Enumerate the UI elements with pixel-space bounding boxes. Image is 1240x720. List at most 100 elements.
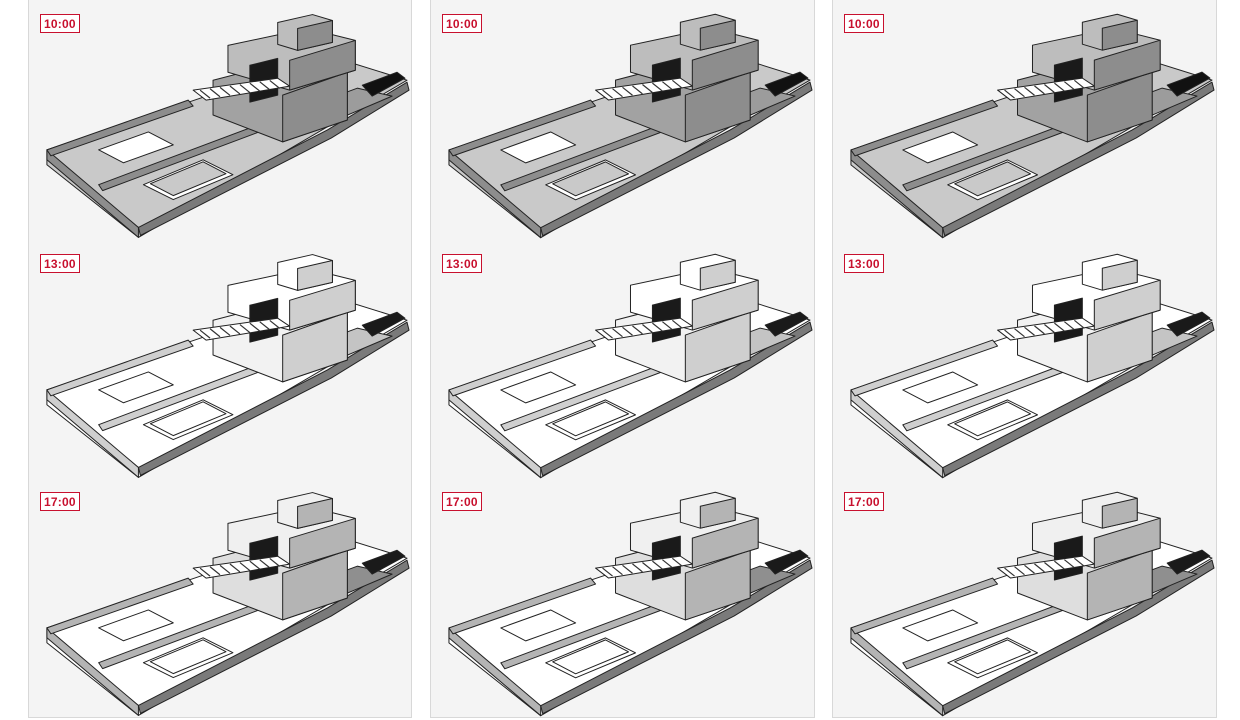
house-upper-side (1093, 517, 1161, 569)
house-model-drawing (448, 253, 813, 479)
house-upper-side (1093, 279, 1161, 331)
pergola-slat (1073, 319, 1085, 329)
deep-shadow (361, 71, 406, 97)
pergola-slat (1034, 325, 1045, 335)
pergola-slat (219, 564, 231, 574)
site-plot-edge (448, 389, 542, 479)
pool (902, 131, 979, 164)
sun-study-cell: 10:00 (29, 0, 411, 240)
sun-study-cell: 10:00 (431, 0, 814, 240)
pergola-slat (1054, 322, 1065, 332)
pergola-slat (1064, 81, 1075, 91)
study-column-3: 10:00 13:00 17:00 (832, 0, 1217, 718)
deep-shadow (361, 311, 406, 337)
house-upper-side (691, 279, 759, 331)
deep-shadow (361, 549, 406, 575)
house-model-group (46, 14, 410, 238)
house-upper-side (691, 517, 759, 569)
pergola-slat (1054, 560, 1065, 570)
house-upper-side (289, 517, 356, 569)
house-side-wall (1086, 311, 1153, 383)
house-model-group (448, 13, 813, 239)
pool (98, 371, 174, 404)
pergola-slat (199, 89, 211, 99)
boundary-wall (46, 577, 194, 635)
boundary-wall (448, 339, 597, 397)
pergola-slat (1024, 86, 1035, 96)
pergola-slat (239, 324, 251, 334)
sun-study-cell: 17:00 (29, 478, 411, 718)
pergola-slat (249, 560, 261, 570)
roof-pavilion-side (699, 19, 736, 51)
deep-shadow (764, 71, 809, 97)
pergola-slat (612, 566, 623, 576)
pergola-slat (612, 88, 623, 98)
boundary-wall (540, 559, 813, 715)
pergola-slat (219, 326, 231, 336)
pergola-slat (1024, 564, 1035, 574)
boundary-wall (850, 577, 999, 635)
deep-shadow (764, 311, 809, 337)
pergola-slat (671, 557, 683, 567)
pool (500, 131, 577, 164)
pool-water (552, 161, 629, 197)
house-upper-side (289, 279, 356, 331)
pergola-slat (1044, 84, 1055, 93)
pergola-slat (1004, 89, 1015, 99)
pergola-slat (209, 328, 221, 338)
pergola-slat (632, 563, 643, 573)
pergola-slat (1034, 85, 1045, 95)
pergola-slat (671, 79, 683, 89)
deep-shadow (764, 549, 809, 575)
pergola-slat (662, 559, 673, 569)
pool-water (954, 401, 1031, 437)
pergola-slat (229, 563, 241, 573)
sun-study-cell: 13:00 (833, 240, 1216, 480)
pergola-slat (239, 562, 251, 572)
pergola-slat (269, 319, 281, 329)
time-badge: 13:00 (40, 254, 80, 273)
pergola-slat (1024, 326, 1035, 336)
house-model-group (46, 254, 410, 478)
site-plot-edge (850, 149, 944, 239)
pergola-slat (199, 567, 211, 577)
pergola-slat (622, 326, 633, 336)
time-badge: 10:00 (844, 14, 884, 33)
roof-pavilion-side (1101, 497, 1138, 529)
pool-water (552, 401, 629, 437)
pergola-slat (239, 84, 251, 94)
house-model-group (46, 492, 410, 716)
boundary-wall (137, 81, 410, 236)
house-side-wall (1086, 549, 1153, 621)
house-side-wall (684, 549, 751, 621)
pergola-slat (622, 86, 633, 96)
pergola-slat (602, 89, 613, 99)
boundary-wall (942, 559, 1215, 715)
house-model-drawing (448, 13, 813, 239)
pergola-slat (642, 562, 653, 571)
boundary-wall (942, 81, 1215, 237)
boundary-wall (46, 99, 194, 157)
house-upper-side (289, 39, 356, 91)
pergola-slat (199, 329, 211, 339)
pool-water (149, 639, 227, 675)
pergola-slat (1014, 328, 1025, 338)
time-badge: 13:00 (844, 254, 884, 273)
house-side-wall (684, 311, 751, 383)
sun-study-cell: 17:00 (431, 478, 814, 718)
sun-study-cell: 13:00 (431, 240, 814, 480)
time-badge: 10:00 (442, 14, 482, 33)
roof-pavilion-side (297, 260, 333, 291)
boundary-wall (850, 99, 999, 157)
pool (500, 371, 577, 404)
roof-pavilion-side (1101, 19, 1138, 51)
pergola-slat (259, 321, 271, 331)
house-model-group (448, 491, 813, 717)
pool (902, 371, 979, 404)
site-plot-edge (448, 627, 542, 717)
pergola-slat (1004, 567, 1015, 577)
site-plot-edge (46, 149, 139, 238)
pool-water (552, 639, 629, 675)
pergola-slat (1044, 324, 1055, 333)
pool-water (149, 401, 227, 437)
